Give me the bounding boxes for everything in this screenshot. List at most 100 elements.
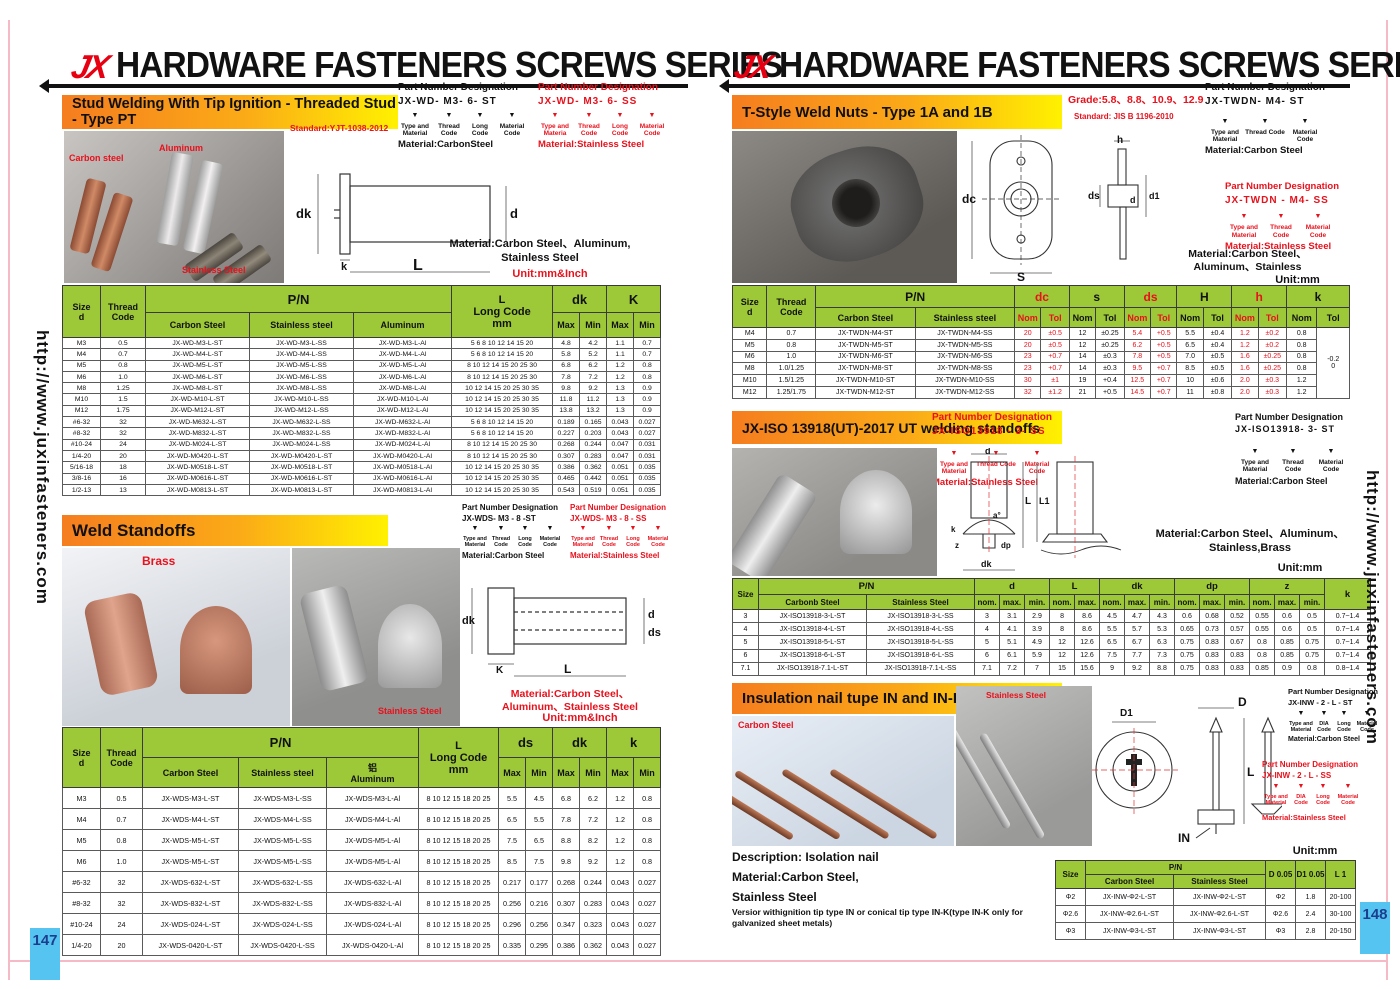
pnd-material: Material:Stainless Steel — [1225, 240, 1332, 252]
table-cell: 0.8 — [100, 359, 146, 372]
standoff-stainless — [378, 604, 442, 688]
table-cell: 0.83 — [1199, 635, 1226, 650]
table-cell: 5 — [974, 635, 1000, 650]
table-cell: 0.362 — [579, 461, 608, 474]
column-header: D 0.05 — [1265, 860, 1296, 889]
jx-logo: JX — [68, 48, 111, 85]
table-cell: 0.68 — [1199, 608, 1226, 624]
section-banner-t-style-weld-nuts: T-Style Weld Nuts - Type 1A and 1B — [732, 92, 1062, 129]
pnd-label: Type and Materia — [538, 123, 572, 137]
pnd-material: Material:Carbon Steel — [1235, 475, 1328, 486]
table-cell: 0.75 — [1174, 635, 1201, 650]
page-title: HARDWARE FASTENERS SCREWS SERIES — [779, 44, 1400, 85]
column-header: max. — [1124, 594, 1151, 610]
table-cell: JX-WDS-M4-L-Al — [325, 808, 420, 830]
dim-label-D: D — [1238, 695, 1247, 709]
pnd-material: Material:CarbonSteel — [398, 139, 494, 151]
table-cell: 6.2 — [579, 787, 608, 809]
table-cell: 2.0 — [1231, 374, 1259, 387]
table-cell: M5 — [731, 338, 768, 352]
ut-standoff — [732, 472, 819, 576]
table-cell: 0.047 — [606, 438, 635, 451]
table-cell: 0.9 — [633, 404, 662, 418]
table-cell: 10 12 14 15 20 25 30 35 — [451, 483, 554, 497]
dim-label-L: L — [1247, 765, 1254, 779]
table-cell: 1.2 — [606, 850, 635, 872]
table-cell: 0.8 — [1299, 661, 1326, 676]
photo-label-carbon-steel: Carbon steel — [69, 153, 124, 163]
table-cell: 0.035 — [633, 461, 662, 474]
table-cell: 2.4 — [1295, 905, 1326, 923]
table-cell: 5.5 — [1176, 327, 1204, 340]
column-header: Min — [579, 312, 608, 338]
table-cell: 0.035 — [633, 472, 662, 485]
pnd-label: Thread Code — [488, 536, 514, 548]
table-cell: JX-WD-M8-L-Al — [352, 382, 453, 395]
table-cell: 8 10 12 14 15 20 25 30 — [451, 449, 554, 463]
table-cell: JX-INW-Φ2.6-L-ST — [1173, 905, 1266, 923]
table-cell: 1.0 — [100, 370, 146, 384]
table-cell: 0.296 — [498, 913, 527, 935]
table-cell: 0.8 — [633, 370, 662, 384]
table-cell: 8.2 — [579, 829, 608, 851]
table-cell: 0.043 — [606, 892, 635, 914]
site-url-left: http://www.juxinfasteners.com — [33, 330, 52, 605]
table-cell: 0.543 — [552, 483, 581, 497]
table-cell: JX-WDS-832-L-SS — [238, 892, 327, 914]
table-cell: 7.2 — [579, 370, 608, 384]
table-cell: 1.2 — [1285, 385, 1318, 399]
table-cell: 0.244 — [579, 871, 608, 893]
table-cell: JX-WD-M10-L-ST — [145, 393, 250, 406]
t-nut-drawing: dc S h ds d d1 — [962, 135, 1160, 283]
table-cell: ±0.6 — [1202, 374, 1233, 387]
unit-note: Unit:mm — [1275, 274, 1320, 286]
table-cell: 5 — [732, 635, 759, 650]
table-cell: 0.027 — [633, 416, 662, 429]
table-cell: +0.7 — [1150, 385, 1178, 399]
standoff-drawing: dk d ds K L — [462, 587, 661, 677]
table-cell: 7.2 — [579, 808, 608, 830]
column-header: Nom — [1231, 307, 1259, 328]
table-cell: 24 — [100, 438, 146, 451]
table-cell: 6 — [974, 648, 1000, 663]
table-cell: 14 — [1068, 362, 1097, 376]
table-cell: 1.25/1.75 — [766, 385, 817, 399]
table-cell: 5 6 8 10 12 14 15 20 — [451, 416, 554, 429]
product-photo-carbon-nails: Carbon Steel — [732, 716, 954, 846]
table-cell: 8 10 12 14 15 20 25 30 — [451, 359, 554, 372]
table-cell: 7.0 — [1176, 350, 1204, 364]
description-line: Material:Carbon Steel, — [732, 870, 859, 884]
table-cell: 2.8 — [1295, 922, 1326, 940]
column-header: Nom — [1123, 307, 1152, 328]
table-cell: JX-WDS-M5-L-SS — [238, 829, 327, 851]
table-cell: 4.5 — [1099, 608, 1126, 624]
table-cell: 5.5 — [498, 787, 527, 809]
table-cell: JX-INW-Φ2-L-ST — [1173, 888, 1266, 906]
table-cell: 5 6 8 10 12 14 15 20 — [451, 427, 554, 440]
table-cell: 0.386 — [552, 461, 581, 474]
table-cell: 1.2 — [606, 829, 635, 851]
page-edge-bottom — [8, 960, 1388, 962]
table-cell: 12 — [1049, 635, 1076, 650]
table-cell: 7.5 — [1099, 648, 1126, 663]
table-cell: 16 — [100, 472, 146, 485]
table-cell: 6.5 — [1099, 635, 1126, 650]
table-cell: 0.8 — [100, 829, 143, 851]
table-cell: 0.8 — [633, 787, 662, 809]
table-cell: 6.2 — [579, 359, 608, 372]
dim-label-d: d — [648, 609, 655, 621]
table-cell: 24 — [100, 913, 143, 935]
pnd-title: Part Number Designation — [1225, 181, 1340, 192]
table-cell: 8.8 — [1149, 661, 1176, 676]
table-cell: 9.8 — [552, 850, 581, 872]
column-header: Size — [732, 578, 759, 610]
table-cell: 6 — [732, 648, 759, 663]
table-cell: 0.8 — [1249, 635, 1276, 650]
table-cell: 0.85 — [1274, 635, 1301, 650]
dim-label-dc: dc — [962, 192, 976, 206]
